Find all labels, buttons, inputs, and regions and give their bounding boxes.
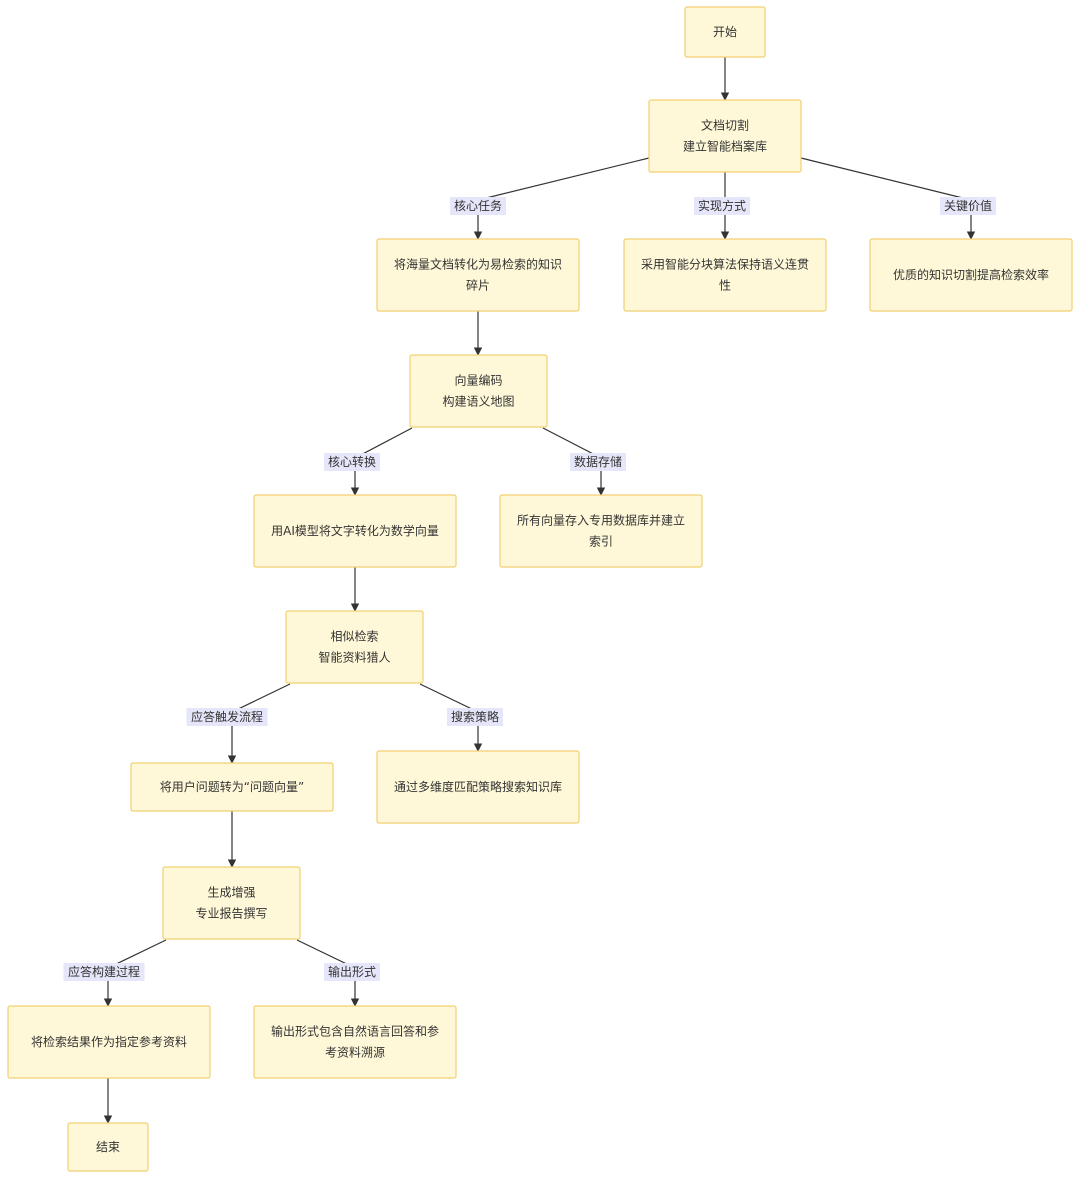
edge-label-text: 核心任务: [454, 198, 502, 213]
node-text-line: 开始: [713, 25, 737, 39]
node-vector-core: 用AI模型将文字转化为数学向量: [253, 494, 457, 568]
edge-label-bg: [63, 963, 145, 981]
edge-label-gen-process: 应答构建过程: [63, 963, 145, 981]
edge-label-text: 搜索策略: [451, 709, 499, 724]
edge-label-search-flow: 应答触发流程: [186, 708, 268, 726]
node-box: [253, 1005, 457, 1079]
node-box: [130, 762, 334, 812]
node-box: [648, 99, 802, 173]
node-text-line: 将海量文档转化为易检索的知识: [394, 257, 562, 272]
node-split-value: 优质的知识切割提高检索效率: [869, 238, 1073, 312]
node-text-line: 相似检索: [330, 629, 378, 644]
node-start: 开始: [684, 6, 766, 58]
node-box: [253, 494, 457, 568]
node-box: [376, 750, 580, 824]
edge-label-text: 应答触发流程: [191, 709, 263, 724]
node-text-line: 所有向量存入专用数据库并建立: [517, 513, 685, 528]
edge-label-text: 应答构建过程: [68, 964, 140, 979]
edge-label-split-method: 实现方式: [694, 197, 750, 215]
edge-label-bg: [324, 453, 380, 471]
node-box: [7, 1005, 211, 1079]
node-text-line: 输出形式包含自然语言回答和参: [271, 1024, 439, 1039]
node-box: [67, 1122, 149, 1172]
node-text-line: 用AI模型将文字转化为数学向量: [271, 523, 439, 538]
node-box: [869, 238, 1073, 312]
node-text-line: 专业报告撰写: [195, 906, 267, 921]
node-text-line: 性: [719, 279, 731, 293]
node-box: [409, 354, 548, 428]
edge-label-text: 实现方式: [698, 198, 746, 213]
node-search-flow: 将用户问题转为“问题向量”: [130, 762, 334, 812]
node-box: [684, 6, 766, 58]
edge-label-bg: [940, 197, 996, 215]
node-text-line: 碎片: [466, 278, 490, 293]
node-box: [499, 494, 703, 568]
edge-label-gen-output: 输出形式: [324, 963, 380, 981]
node-text-line: 通过多维度匹配策略搜索知识库: [394, 779, 562, 794]
edge-label-bg: [694, 197, 750, 215]
edge-label-text: 核心转换: [328, 454, 376, 469]
node-box: [623, 238, 827, 312]
edge-label-search-strategy: 搜索策略: [447, 708, 503, 726]
edge-label-bg: [450, 197, 506, 215]
edge-label-text: 数据存储: [574, 454, 622, 469]
node-box: [162, 866, 301, 940]
edge-label-bg: [570, 453, 626, 471]
node-text-line: 智能资料猎人: [318, 650, 390, 665]
node-box: [285, 610, 424, 684]
node-text-line: 考资料溯源: [325, 1045, 385, 1060]
node-end: 结束: [67, 1122, 149, 1172]
node-text-line: 将检索结果作为指定参考资料: [31, 1034, 187, 1049]
node-text-line: 将用户问题转为“问题向量”: [160, 779, 304, 794]
node-box: [376, 238, 580, 312]
edge-label-text: 输出形式: [328, 964, 376, 979]
edge-label-vector-store: 数据存储: [570, 453, 626, 471]
edge-label-text: 关键价值: [944, 198, 992, 213]
edge-label-vector-core: 核心转换: [324, 453, 380, 471]
edge-label-split-value: 关键价值: [940, 197, 996, 215]
node-text-line: 建立智能档案库: [683, 139, 767, 154]
edge-label-bg: [186, 708, 268, 726]
edge-label-split-task: 核心任务: [450, 197, 506, 215]
node-text-line: 结束: [96, 1140, 120, 1154]
node-gen-process: 将检索结果作为指定参考资料: [7, 1005, 211, 1079]
node-text-line: 文档切割: [701, 118, 749, 133]
node-text-line: 向量编码: [454, 373, 502, 388]
node-text-line: 索引: [589, 535, 613, 549]
node-text-line: 优质的知识切割提高检索效率: [893, 267, 1049, 282]
node-text-line: 采用智能分块算法保持语义连贯: [641, 257, 809, 272]
edge-label-bg: [324, 963, 380, 981]
node-search-strategy: 通过多维度匹配策略搜索知识库: [376, 750, 580, 824]
node-text-line: 生成增强: [207, 886, 255, 900]
node-text-line: 构建语义地图: [442, 394, 514, 409]
edge-label-bg: [447, 708, 503, 726]
